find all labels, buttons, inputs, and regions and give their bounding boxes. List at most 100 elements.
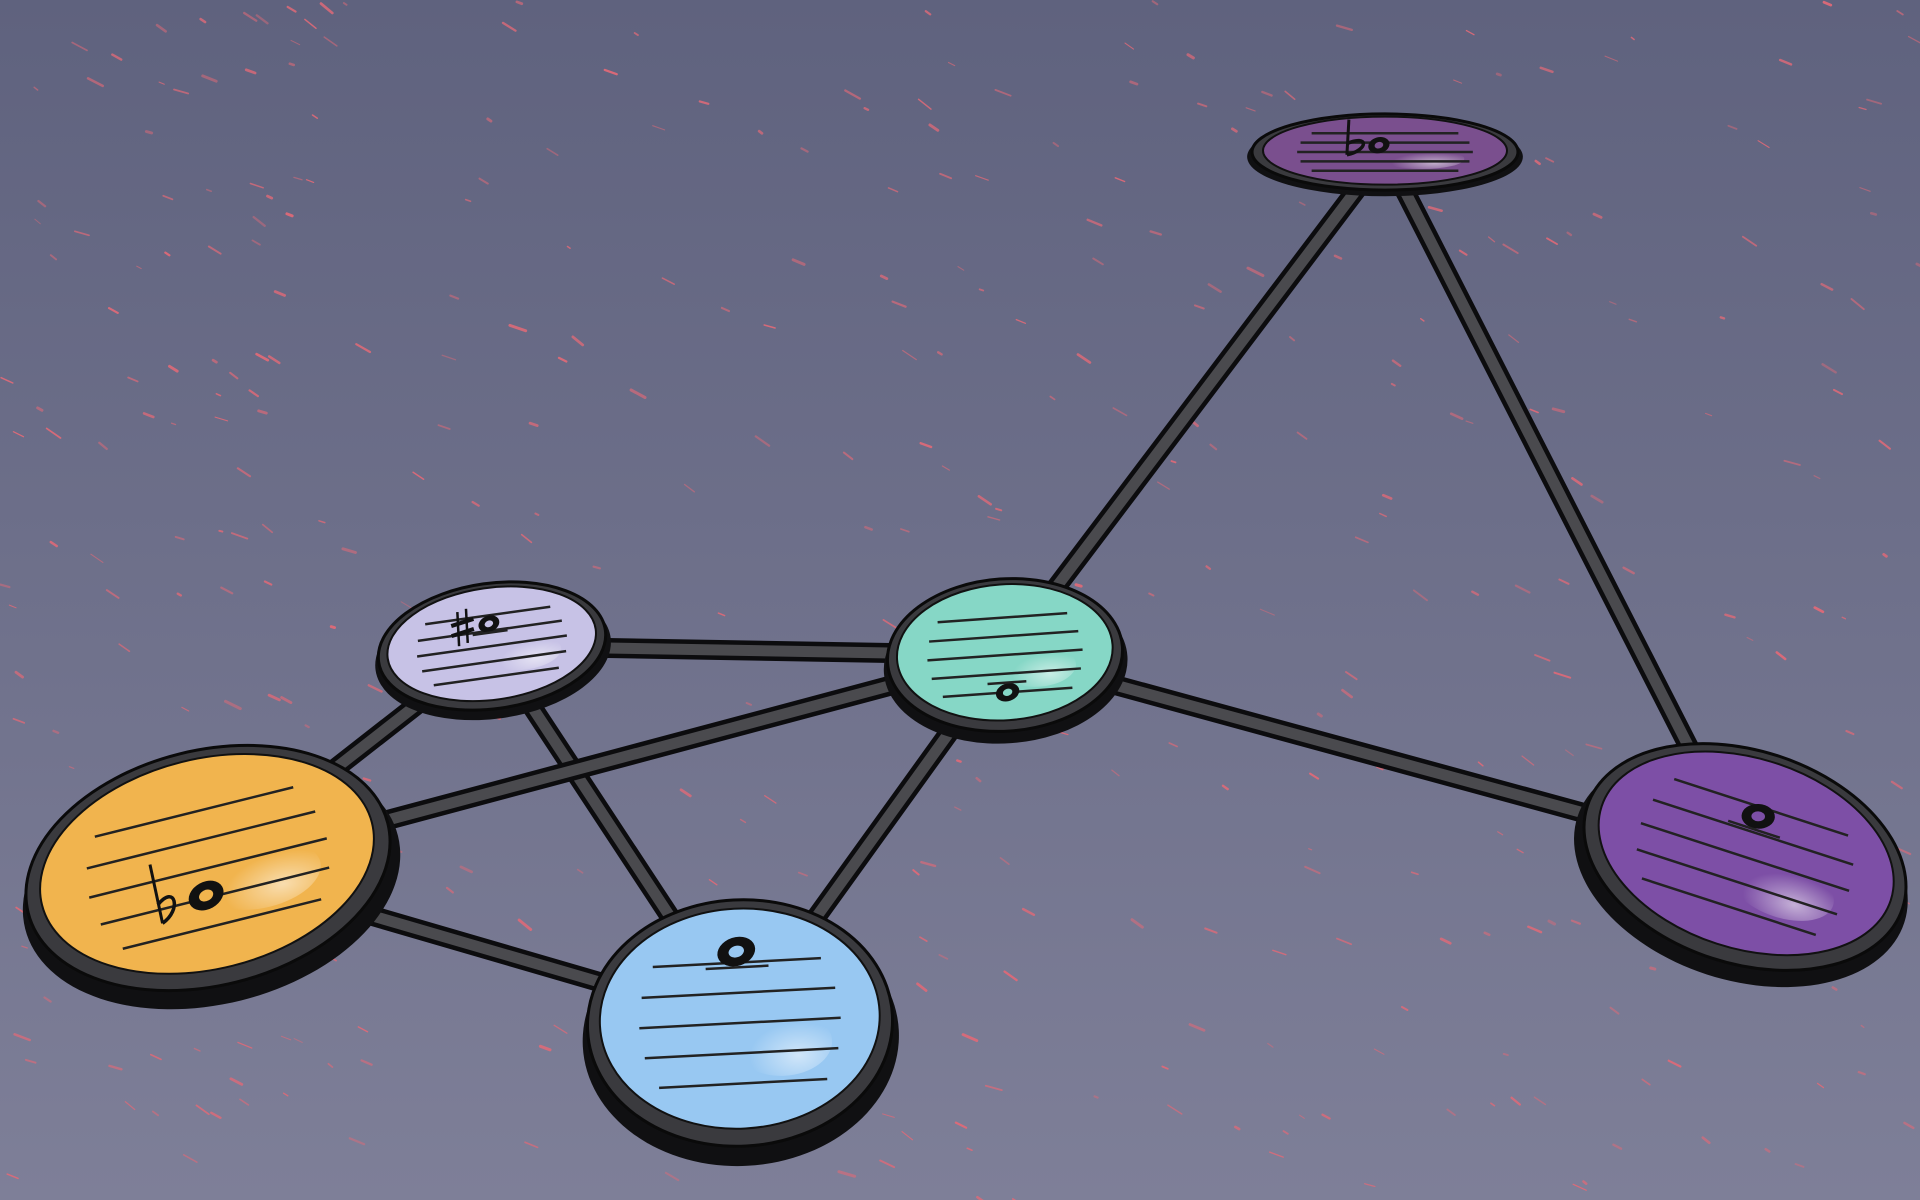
speckle	[1021, 907, 1036, 917]
speckle	[879, 274, 889, 281]
speckle	[1449, 412, 1464, 421]
speckle	[1268, 1151, 1284, 1158]
speckle	[1168, 742, 1178, 748]
staff-line	[639, 1016, 841, 1030]
speckle	[939, 172, 953, 180]
speckle	[961, 1033, 979, 1043]
speckle	[1742, 235, 1758, 247]
speckle	[1649, 966, 1657, 971]
speckle	[1391, 359, 1402, 367]
speckle	[1186, 53, 1195, 60]
speckle	[1093, 1095, 1099, 1099]
speckle	[1533, 1096, 1547, 1106]
speckle	[739, 818, 747, 824]
speckle	[36, 406, 44, 412]
staff-line	[94, 786, 294, 838]
speckle	[150, 1053, 162, 1061]
speckle	[210, 1111, 222, 1120]
speckle	[1197, 102, 1208, 108]
speckle	[1234, 1125, 1241, 1131]
speckle	[1427, 206, 1443, 212]
speckle	[1585, 743, 1603, 750]
speckle	[1870, 212, 1878, 216]
staff-line	[425, 605, 551, 626]
staff-line	[122, 898, 322, 950]
speckle	[229, 371, 239, 380]
node-center	[883, 577, 1128, 744]
speckle	[1112, 407, 1128, 417]
speckle	[576, 868, 584, 874]
speckle	[45, 427, 62, 439]
speckle	[975, 175, 989, 181]
speckle	[797, 871, 808, 877]
speckle	[1412, 589, 1428, 602]
speckle	[1188, 1023, 1206, 1032]
sharp-icon	[450, 608, 475, 647]
speckle	[12, 717, 26, 724]
speckle	[263, 580, 273, 586]
speckle	[957, 266, 965, 271]
speckle	[243, 11, 258, 22]
speckle	[1882, 553, 1888, 558]
speckle	[52, 729, 60, 734]
speckle	[652, 125, 666, 131]
speckle	[195, 1104, 210, 1116]
speckle	[764, 795, 777, 804]
speckle	[1859, 187, 1871, 192]
staff-line	[1636, 848, 1838, 916]
speckle	[1465, 420, 1474, 424]
speckle	[111, 53, 123, 61]
speckle	[1746, 636, 1754, 641]
speckle	[1775, 651, 1787, 661]
speckle	[1289, 336, 1296, 342]
speckle	[791, 258, 806, 266]
speckle	[304, 724, 310, 729]
speckle	[1553, 671, 1572, 679]
speckle	[1298, 201, 1306, 206]
speckle	[266, 194, 274, 200]
speckle	[1015, 318, 1027, 324]
speckle	[181, 706, 190, 712]
speckle	[355, 343, 372, 354]
speckle	[1477, 761, 1484, 767]
speckle	[176, 592, 183, 597]
speckle	[1778, 58, 1793, 66]
speckle	[842, 451, 854, 461]
speckle	[1783, 459, 1801, 466]
speckle	[1299, 1114, 1305, 1119]
node-flat	[22, 743, 401, 1010]
speckle	[174, 535, 185, 541]
speckle	[437, 424, 451, 430]
edge-top-right-right-purple	[1379, 146, 1751, 863]
speckle	[1161, 1065, 1169, 1070]
speckle	[837, 1170, 857, 1178]
speckle	[534, 512, 540, 516]
notehead-hole	[484, 620, 494, 628]
speckle	[1458, 249, 1468, 256]
speckle	[164, 251, 171, 257]
speckle	[882, 619, 898, 629]
staff-line	[421, 649, 567, 673]
speckle	[1059, 731, 1069, 736]
speckle	[924, 10, 932, 16]
speckle	[1259, 608, 1275, 616]
speckle	[1401, 1006, 1409, 1011]
speckle	[218, 529, 224, 533]
speckle	[515, 0, 524, 6]
speckle	[1822, 0, 1833, 7]
speckle	[71, 41, 88, 52]
speckle	[1570, 919, 1582, 925]
speckle	[1345, 671, 1358, 681]
speckle	[592, 565, 601, 570]
speckle	[1878, 439, 1891, 450]
speckle	[1896, 10, 1904, 16]
speckle	[900, 528, 910, 533]
speckle	[1354, 536, 1369, 544]
speckle	[754, 435, 771, 447]
speckle	[538, 1044, 552, 1052]
speckle	[1272, 949, 1287, 956]
speckle	[252, 215, 266, 227]
speckle	[37, 199, 47, 208]
staff-line	[1641, 877, 1817, 937]
notehead-hole	[728, 945, 744, 958]
